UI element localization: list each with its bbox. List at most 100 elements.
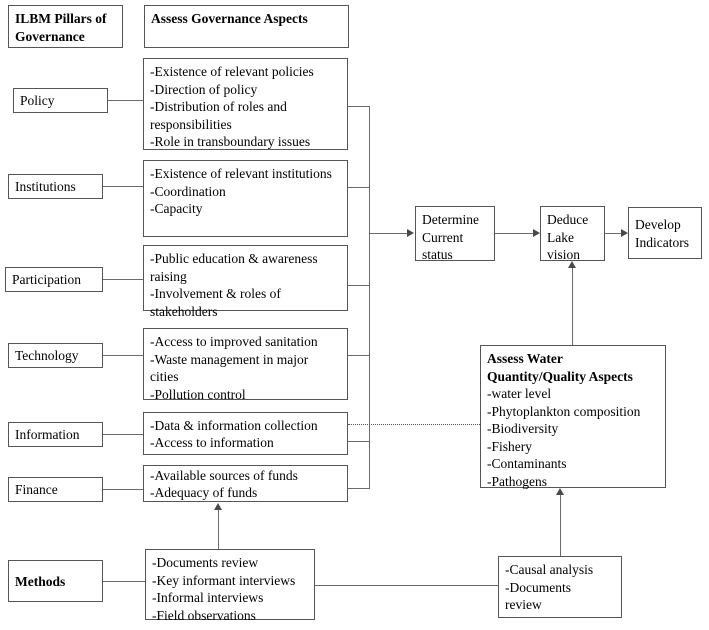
arrowhead-to-determine-status	[407, 229, 414, 237]
bus-stub-participation	[348, 285, 370, 286]
connector-information	[103, 434, 143, 435]
bus-stub-policy	[348, 106, 370, 107]
process-box-develop-indicators: Develop Indicators	[628, 207, 702, 259]
connector-water-to-deduce	[572, 268, 573, 345]
aspect-line: -Field observations	[152, 607, 256, 623]
water-method-line: -Documents	[505, 579, 571, 595]
bus-to-determine-status	[369, 233, 407, 234]
pillar-label-institutions: Institutions	[15, 179, 76, 195]
aspect-line: responsibilities	[150, 116, 232, 132]
water-method-line: -Causal analysis	[505, 562, 594, 577]
connector-water-methods-to-water	[560, 495, 561, 556]
pillar-box-information[interactable]: Information	[8, 422, 103, 447]
water-heading-line: Assess Water	[487, 351, 563, 366]
pillars-header-line-2: Governance	[15, 28, 85, 44]
aspect-box-institutions: -Existence of relevant institutions -Coo…	[143, 160, 348, 237]
process-line: vision	[547, 247, 581, 262]
water-heading-line: Quantity/Quality Aspects	[487, 368, 633, 384]
pillar-label-information: Information	[15, 427, 80, 443]
process-line: Indicators	[635, 234, 689, 250]
water-aspect-line: -Contaminants	[487, 456, 567, 471]
arrowhead-to-finance-from-methods	[214, 503, 222, 510]
pillar-label-policy: Policy	[20, 93, 55, 109]
bus-stub-information	[348, 441, 370, 442]
pillar-box-policy[interactable]: Policy	[13, 88, 108, 113]
aspects-header-box: Assess Governance Aspects	[144, 5, 349, 48]
arrowhead-to-deduce-from-water	[568, 261, 576, 268]
connector-methods-to-water-methods	[315, 585, 498, 586]
process-line: Lake	[547, 229, 574, 245]
aspect-line: -Access to improved sanitation	[150, 334, 318, 349]
dotted-connector-information-to-water	[348, 424, 480, 425]
pillar-label-finance: Finance	[15, 482, 58, 498]
pillar-label-technology: Technology	[15, 348, 79, 364]
aspect-line: -Documents review	[152, 555, 259, 570]
arrowhead-to-deduce-vision	[533, 229, 540, 237]
connector-deduce-to-develop	[605, 233, 621, 234]
process-line: Current	[422, 229, 464, 245]
aspect-line: -Informal interviews	[152, 590, 264, 605]
connector-finance	[103, 489, 143, 490]
pillar-box-methods[interactable]: Methods	[8, 560, 103, 602]
water-methods-box: -Causal analysis -Documents review	[498, 556, 622, 618]
assess-water-box: Assess Water Quantity/Quality Aspects -w…	[480, 345, 666, 489]
process-line: Deduce	[547, 212, 589, 227]
water-aspect-line: -Biodiversity	[487, 421, 559, 436]
aspect-box-information: -Data & information collection -Access t…	[143, 412, 348, 455]
connector-determine-to-deduce	[495, 233, 533, 234]
aspect-line: -Existence of relevant institutions	[150, 166, 332, 181]
connector-technology	[103, 355, 143, 356]
pillars-header-line-1: ILBM Pillars of	[15, 11, 107, 26]
pillar-box-finance[interactable]: Finance	[8, 477, 103, 502]
connector-institutions	[103, 186, 143, 187]
pillar-label-methods: Methods	[15, 573, 66, 589]
water-aspect-line: -Fishery	[487, 438, 532, 454]
connector-participation	[103, 279, 143, 280]
aspect-line: -Distribution of roles and	[150, 99, 287, 114]
pillar-box-institutions[interactable]: Institutions	[8, 174, 103, 199]
aspect-line: -Capacity	[150, 201, 203, 216]
process-line: Develop	[635, 217, 681, 232]
arrowhead-to-water-from-water-methods	[556, 488, 564, 495]
aspect-line: -Access to information	[150, 435, 274, 450]
aspects-header-label: Assess Governance Aspects	[151, 11, 308, 26]
water-aspect-line: -Phytoplankton composition	[487, 403, 641, 419]
pillar-box-technology[interactable]: Technology	[8, 343, 103, 368]
bus-stub-finance	[348, 488, 370, 489]
arrowhead-to-develop-indicators	[621, 229, 628, 237]
aspect-line: -Role in transboundary issues	[150, 134, 311, 149]
aspect-line: -Adequacy of funds	[150, 485, 258, 500]
connector-policy	[108, 100, 143, 101]
connector-methods	[103, 581, 145, 582]
water-method-line: review	[505, 597, 542, 612]
aspect-line: raising	[150, 268, 187, 284]
aspect-line: -Coordination	[150, 183, 226, 199]
process-box-deduce-lake-vision: Deduce Lake vision	[540, 206, 605, 262]
pillar-label-participation: Participation	[12, 272, 81, 288]
connector-methods-to-finance	[218, 510, 219, 549]
process-line: Determine	[422, 212, 479, 227]
aspect-line: -Key informant interviews	[152, 572, 296, 588]
aspect-line: -Data & information collection	[150, 417, 318, 433]
aspect-box-technology: -Access to improved sanitation -Waste ma…	[143, 328, 348, 402]
water-aspect-line: -Pathogens	[487, 473, 547, 489]
bus-stub-institutions	[348, 187, 370, 188]
aspect-line: -Involvement & roles of	[150, 286, 281, 301]
aspect-box-methods: -Documents review -Key informant intervi…	[145, 549, 315, 623]
aspect-line: -Direction of policy	[150, 81, 258, 97]
aspect-line: -Existence of relevant policies	[150, 64, 314, 79]
aspect-line: -Pollution control	[150, 386, 246, 402]
aspect-line: -Public education & awareness	[150, 251, 318, 266]
aspect-line: stakeholders	[150, 303, 218, 319]
bus-stub-technology	[348, 355, 370, 356]
aspect-box-participation: -Public education & awareness raising -I…	[143, 245, 348, 319]
bus-trunk-vertical	[369, 106, 370, 489]
aspect-line: cities	[150, 369, 179, 384]
aspect-line: -Waste management in major	[150, 351, 309, 367]
pillar-box-participation[interactable]: Participation	[5, 267, 103, 292]
aspect-box-policy: -Existence of relevant policies -Directi…	[143, 58, 348, 150]
process-line: status	[422, 247, 453, 262]
aspect-line: -Available sources of funds	[150, 467, 298, 483]
aspect-box-finance: -Available sources of funds -Adequacy of…	[143, 465, 348, 502]
